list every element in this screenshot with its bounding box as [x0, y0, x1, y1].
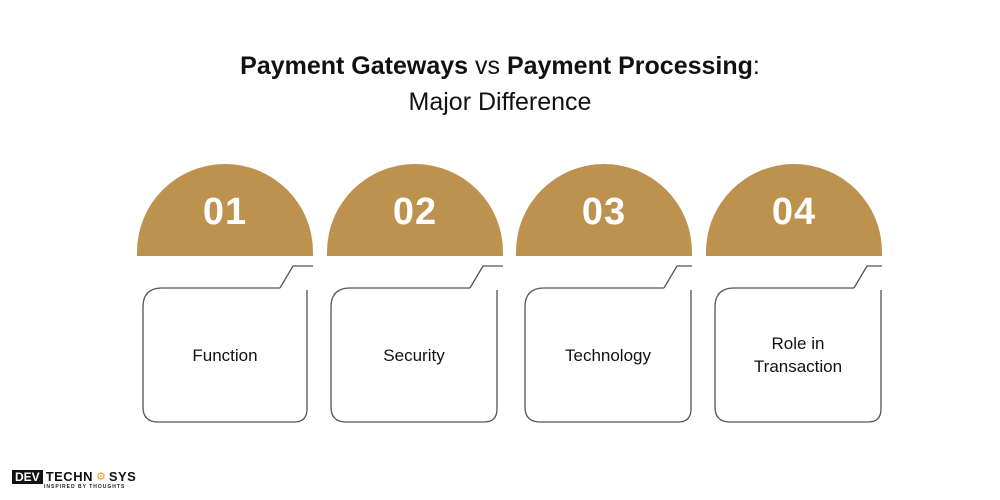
logo-techno: TECHN	[45, 469, 93, 484]
gear-icon: ⚙	[95, 471, 106, 483]
card-04: Role in Transaction	[745, 288, 851, 422]
title-colon: :	[752, 52, 760, 80]
card-frame-03	[524, 265, 692, 423]
card-label: Function	[192, 345, 258, 365]
item-number: 04	[771, 190, 817, 233]
card-01: Function	[143, 288, 307, 422]
title-part1: Payment Gateways	[240, 52, 469, 80]
logo-tagline: INSPIRED BY THOUGHTS	[44, 484, 126, 490]
page-title: Payment Gateways vs Payment Processing:	[0, 50, 1000, 82]
card-frame-01	[142, 265, 313, 423]
logo-dev: DEV	[12, 470, 43, 484]
item-number: 02	[392, 190, 438, 233]
title-connector: vs	[468, 52, 507, 80]
card-label: Technology	[564, 345, 651, 365]
card-frame-02	[330, 265, 503, 423]
item-number: 01	[202, 190, 248, 233]
item-number: 03	[581, 190, 627, 233]
card-label: Role in Transaction	[753, 334, 843, 376]
card-03: Technology	[525, 288, 691, 422]
card-02: Security	[331, 288, 497, 422]
card-label: Security	[383, 345, 445, 365]
logo-sys: SYS	[108, 469, 137, 484]
brand-logo: DEV TECHN ⚙ SYS	[12, 470, 136, 484]
card-frame-04	[714, 265, 882, 423]
page-subtitle: Major Difference	[408, 88, 592, 116]
title-part2: Payment Processing	[506, 52, 753, 80]
